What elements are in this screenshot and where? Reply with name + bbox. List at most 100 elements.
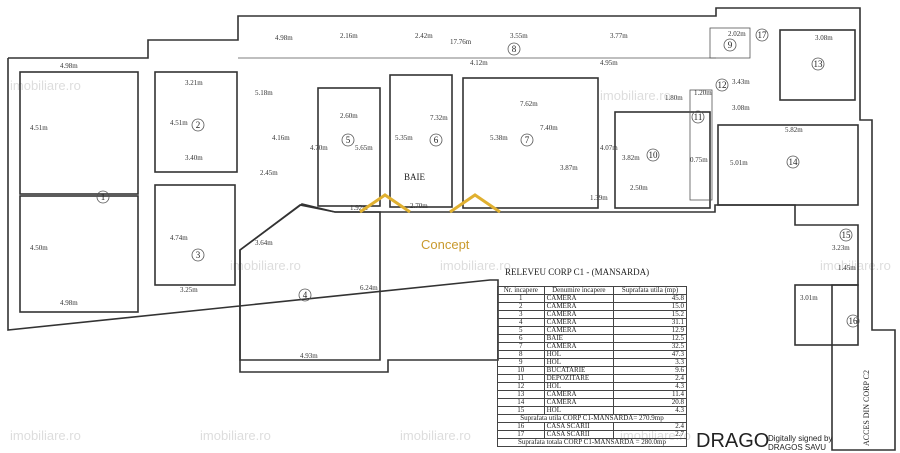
room-2 — [154, 71, 238, 173]
digital-signature: DRAGO Digitally signed by DRAGOS SAVU — [696, 430, 832, 453]
dimension-label: 4.51m — [170, 119, 188, 127]
room-9 — [709, 27, 751, 59]
room-number: 14 — [789, 157, 799, 167]
room-16 — [794, 284, 859, 346]
room-number: 1 — [101, 192, 106, 202]
signature-text: Digitally signed by DRAGOS SAVU — [768, 434, 833, 452]
dimension-label: 1.80m — [665, 94, 683, 102]
room-number: 5 — [346, 135, 351, 145]
rooms-table: Nr. incapere Denumire incapere Suprafata… — [497, 286, 687, 447]
dimension-label: 4.98m — [60, 62, 78, 70]
dimension-label: 3.77m — [610, 32, 628, 40]
room-1-top — [19, 71, 139, 195]
dimension-label: 3.55m — [510, 32, 528, 40]
dimension-label: 17.76m — [450, 38, 472, 46]
watermark: imobiliare.ro — [440, 258, 511, 273]
concept-logo-icon — [359, 193, 501, 214]
room-number: 6 — [434, 135, 439, 145]
concept-label: Concept — [421, 237, 470, 252]
side-label: ACCES DIN CORP C2 — [862, 370, 871, 446]
dimension-label: 2.70m — [410, 202, 428, 210]
room-number: 8 — [512, 44, 517, 54]
table-total: Suprafata totala CORP C1-MANSARDA = 280.… — [497, 438, 687, 447]
room-number-marker — [191, 118, 205, 132]
room-number: 15 — [842, 230, 852, 240]
room-11 — [689, 89, 713, 201]
table-row: Suprafata totala CORP C1-MANSARDA = 280.… — [497, 438, 687, 447]
room-5 — [317, 87, 381, 207]
dimension-label: 4.93m — [300, 352, 318, 360]
room-number-marker — [811, 57, 825, 71]
dimension-label: 2.45m — [260, 169, 278, 177]
room-number: 12 — [718, 80, 727, 90]
dimension-label: 5.65m — [355, 144, 373, 152]
dimension-label: 3.23m — [832, 244, 850, 252]
room-number-marker — [520, 133, 534, 147]
dimension-label: 5.01m — [730, 159, 748, 167]
dimension-label: 4.50m — [30, 244, 48, 252]
watermarks: imobiliare.ro imobiliare.ro imobiliare.ro i… — [10, 78, 891, 443]
dimension-label: 3.43m — [732, 78, 750, 86]
room-number-marker — [507, 42, 521, 56]
dimension-label: 2.02m — [728, 30, 746, 38]
dimension-label: 5.18m — [255, 89, 273, 97]
dimension-label: 5.82m — [785, 126, 803, 134]
room-6 — [389, 74, 453, 208]
room-number: 13 — [814, 59, 824, 69]
room-number-marker — [191, 248, 205, 262]
dimension-label: 4.51m — [30, 124, 48, 132]
dimension-label: 7.62m — [520, 100, 538, 108]
room-number-marker — [786, 155, 800, 169]
watermark: imobiliare.ro — [400, 428, 471, 443]
room-number: 3 — [196, 250, 201, 260]
dimension-label: 4.12m — [470, 59, 488, 67]
outer-wall — [7, 7, 896, 451]
room-number: 4 — [303, 290, 308, 300]
dimension-label: 4.07m — [600, 144, 618, 152]
dimension-label: 4.95m — [600, 59, 618, 67]
dimension-label: 1.92m — [350, 204, 368, 212]
table-total: Suprafata utila CORP C1-MANSARDA= 270.9m… — [497, 414, 687, 423]
dimension-label: 3.08m — [815, 34, 833, 42]
room-number-marker — [96, 190, 110, 204]
room-4 — [239, 204, 381, 361]
dimension-label: 5.35m — [395, 134, 413, 142]
dimension-label: 7.32m — [430, 114, 448, 122]
dimension-label: 2.50m — [630, 184, 648, 192]
dimension-label: 4.74m — [170, 234, 188, 242]
dimension-label: 1.20m — [694, 89, 712, 97]
baie-label: BAIE — [404, 172, 425, 182]
room-number-marker — [429, 133, 443, 147]
room-number-marker — [691, 110, 705, 124]
dimension-label: 3.08m — [732, 104, 750, 112]
dimension-label: 0.75m — [690, 156, 708, 164]
watermark: imobiliare.ro — [10, 78, 81, 93]
dimension-label: 3.82m — [622, 154, 640, 162]
dimension-label: 6.24m — [360, 284, 378, 292]
watermark: imobiliare.ro — [820, 258, 891, 273]
room-number: 2 — [196, 120, 201, 130]
dimension-label: 5.38m — [490, 134, 508, 142]
dimension-label: 2.60m — [340, 112, 358, 120]
room-number-marker — [646, 148, 660, 162]
room-number-marker — [298, 288, 312, 302]
dimension-label: 3.01m — [800, 294, 818, 302]
dimension-label: 1.45m — [838, 264, 856, 272]
room-number: 17 — [758, 30, 768, 40]
